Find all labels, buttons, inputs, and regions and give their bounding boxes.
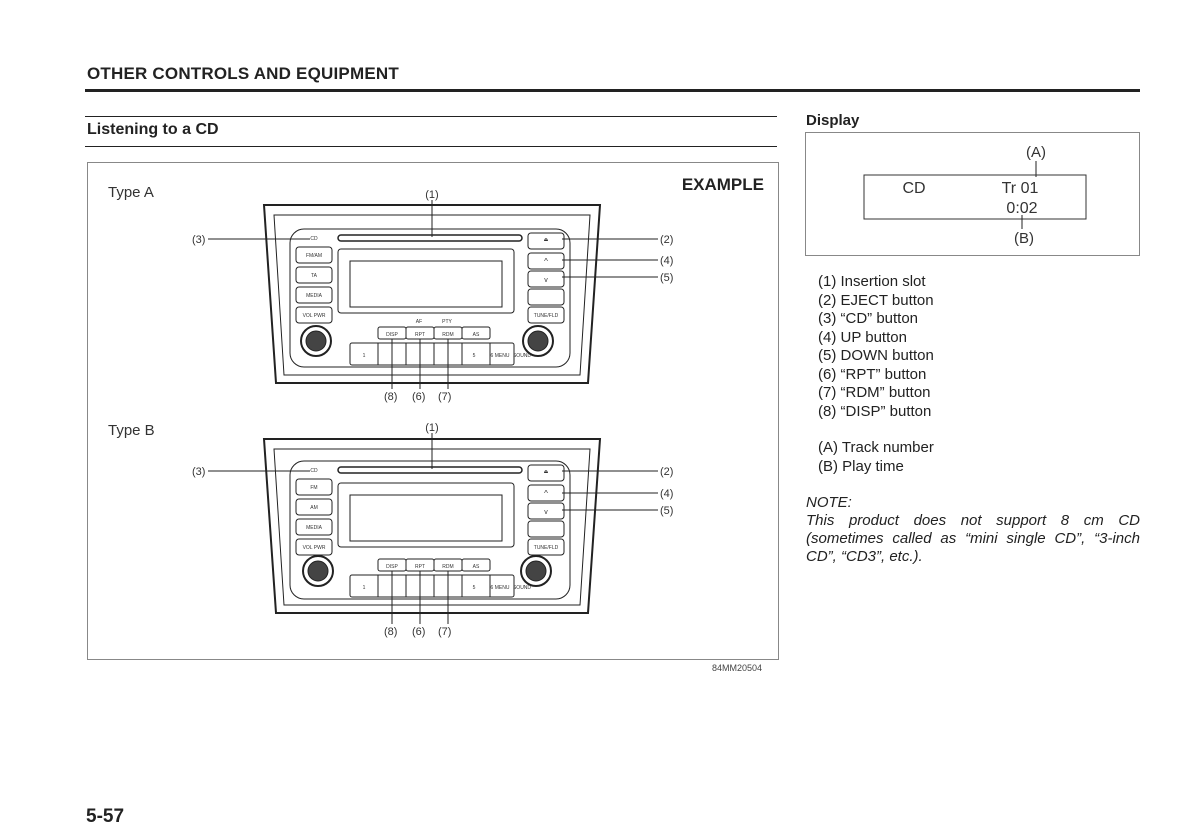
legend-item: (2) EJECT button: [818, 291, 934, 309]
type-a-label: Type A: [108, 184, 154, 201]
eject-icon: ⏏: [544, 237, 549, 243]
down-icon-b: v: [544, 509, 548, 516]
type-b-label: Type B: [108, 422, 155, 439]
figure-box: Type A EXAMPLE Type B: [87, 162, 779, 660]
radio-illustration: Type A EXAMPLE Type B: [108, 175, 764, 638]
disp-button-label-b: DISP: [386, 564, 398, 570]
eject-icon-b: ⏏: [544, 469, 549, 475]
disp-button-label: DISP: [386, 332, 398, 338]
preset-5-label-b: 5: [473, 585, 476, 591]
screen-mode: CD: [902, 180, 925, 197]
preset-1-label: 1: [363, 353, 366, 359]
screen-time: 0:02: [1006, 200, 1037, 217]
callout-7-b: (7): [438, 626, 451, 638]
preset-1-label-b: 1: [363, 585, 366, 591]
preset-6-label: 6 MENU: [491, 353, 510, 359]
display-legend-item: (A) Track number: [818, 439, 934, 456]
subsection-rule-bottom: [85, 146, 777, 147]
page-number: 5-57: [86, 806, 125, 827]
rpt-button-label: RPT: [415, 332, 425, 338]
callout-8-a: (8): [384, 391, 397, 403]
rpt-button-label-b: RPT: [415, 564, 425, 570]
down-icon: v: [544, 277, 548, 284]
callout-4-a: (4): [660, 255, 673, 267]
figure-code: 84MM20504: [712, 663, 763, 673]
up-icon-b: ^: [544, 489, 548, 498]
subsection-title: Listening to a CD: [87, 121, 219, 138]
media-button-label: MEDIA: [306, 293, 323, 299]
display-svg: (A) CD Tr 01 0:02 (B): [863, 144, 1087, 247]
up-icon: ^: [544, 257, 548, 266]
vol-button-label-b: VOL PWR: [303, 545, 326, 551]
legend-item: (5) DOWN button: [818, 347, 934, 364]
fm-button-label: FM: [310, 485, 317, 491]
legend-item: (4) UP button: [818, 328, 907, 346]
rdm-button-label-b: RDM: [442, 564, 453, 570]
display-diagram: (A) CD Tr 01 0:02 (B): [805, 132, 1140, 256]
vol-button-label: VOL PWR: [303, 313, 326, 319]
legend-item: (3) “CD” button: [818, 310, 919, 327]
as-button-label-b: AS: [473, 564, 480, 570]
as-button-label: AS: [473, 332, 480, 338]
media-button-label-b: MEDIA: [306, 525, 323, 531]
callout-2-b: (2): [660, 466, 673, 478]
screen-track: Tr 01: [1002, 180, 1039, 197]
display-screen: [863, 174, 1087, 220]
type-a-button-labels: CD FM/AM TA MEDIA VOL PWR TUNE/FLD ⏏ ^ v…: [303, 236, 559, 359]
callout-1-a: (1): [425, 189, 438, 201]
type-a-callouts: (1) (3) (2) (4) (5) (8) (6) (7): [192, 189, 673, 403]
radio-type-a: [262, 204, 602, 384]
preset-6-label-b: 6 MENU: [491, 585, 510, 591]
note-label: NOTE:: [806, 494, 852, 511]
tune-button-label: TUNE/FLD: [534, 313, 559, 319]
preset-5-label: 5: [473, 353, 476, 359]
callout-6-a: (6): [412, 391, 425, 403]
callout-4-b: (4): [660, 488, 673, 500]
header-rule: [85, 89, 1140, 92]
radio-type-b: [262, 438, 602, 614]
legend-item: (1) Insertion slot: [818, 273, 926, 290]
subsection-rule-top: [85, 116, 777, 117]
button-legend: (1) Insertion slot (2) EJECT button (3) …: [818, 273, 934, 421]
fmam-button-label: FM/AM: [306, 253, 322, 259]
callout-b: (B): [1014, 230, 1034, 247]
af-label: AF: [416, 319, 422, 325]
callout-1-b: (1): [425, 422, 438, 434]
tune-button-label-b: TUNE/FLD: [534, 545, 559, 551]
example-label: EXAMPLE: [682, 175, 764, 194]
cd-button-label-b: CD: [310, 468, 318, 474]
callout-7-a: (7): [438, 391, 451, 403]
callout-3-a: (3): [192, 234, 205, 246]
legend-item: (8) “DISP” button: [818, 402, 932, 420]
note-text: This product does not support 8 cm CD (s…: [806, 512, 1140, 565]
display-legend-item: (B) Play time: [818, 457, 904, 475]
ta-button-label: TA: [311, 273, 318, 279]
am-button-label: AM: [310, 505, 318, 511]
callout-5-a: (5): [660, 272, 673, 284]
legend-item: (6) “RPT” button: [818, 365, 927, 383]
callout-2-a: (2): [660, 234, 673, 246]
callout-8-b: (8): [384, 626, 397, 638]
display-legend: (A) Track number (B) Play time: [818, 439, 934, 476]
sound-label-b: SOUND: [513, 585, 531, 591]
callout-a: (A): [1026, 144, 1046, 161]
callout-3-b: (3): [192, 466, 205, 478]
callout-5-b: (5): [660, 505, 673, 517]
display-title: Display: [806, 112, 860, 129]
type-b-callouts: (1) (3) (2) (4) (5) (8) (6) (7): [192, 422, 673, 638]
callout-6-b: (6): [412, 626, 425, 638]
sound-label: SOUND: [513, 353, 531, 359]
type-a-callout-lines: [208, 200, 658, 389]
rdm-button-label: RDM: [442, 332, 453, 338]
cd-button-label: CD: [310, 236, 318, 242]
type-b-button-labels: CD FM AM MEDIA VOL PWR TUNE/FLD ⏏ ^ v DI…: [303, 468, 559, 591]
pty-label: PTY: [442, 319, 452, 325]
legend-item: (7) “RDM” button: [818, 384, 931, 401]
type-b-callout-lines: [208, 433, 658, 624]
section-title: OTHER CONTROLS AND EQUIPMENT: [87, 64, 399, 83]
